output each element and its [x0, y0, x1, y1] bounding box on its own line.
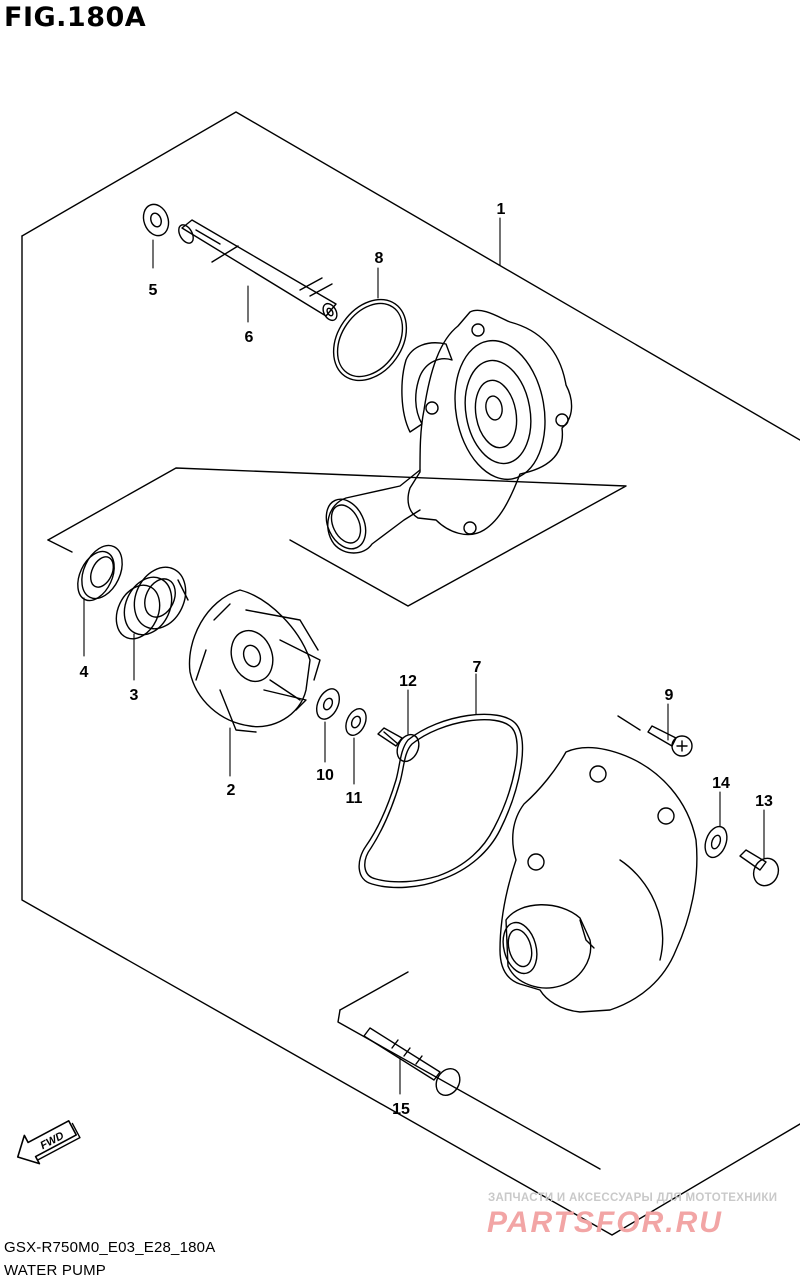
callout-6: 6 — [245, 329, 254, 346]
callout-8: 8 — [375, 250, 384, 267]
model-code: GSX-R750M0_E03_E28_180A — [4, 1239, 216, 1256]
pump-cover — [499, 746, 698, 1013]
callout-9: 9 — [665, 687, 674, 704]
callout-3: 3 — [130, 687, 139, 704]
screw-part-9 — [647, 725, 693, 757]
figure-title: FIG.180A — [4, 2, 147, 33]
shaft-part-6 — [178, 219, 338, 322]
oil-seal-part-4 — [77, 544, 123, 602]
callout-12: 12 — [399, 673, 417, 690]
assembly-frame — [21, 111, 800, 1236]
callout-10: 10 — [316, 767, 334, 784]
pump-body-part-1 — [325, 309, 573, 554]
callout-5: 5 — [149, 282, 158, 299]
leader-lines — [83, 217, 765, 1095]
fwd-arrow-icon: FWD — [16, 1120, 81, 1165]
washer-part-5 — [142, 203, 170, 237]
cover-subframe — [337, 715, 641, 1170]
nut-part-11 — [345, 708, 367, 736]
washer-part-10 — [315, 688, 341, 720]
callout-1: 1 — [497, 201, 506, 218]
callout-labels: 1 8 5 6 4 3 12 7 9 10 2 14 11 13 15 — [80, 201, 773, 1118]
watermark-brand: PARTSFOR.RU — [487, 1206, 723, 1239]
o-ring-part-8 — [332, 298, 408, 382]
body-subframe — [47, 467, 627, 607]
figure-name: WATER PUMP — [4, 1262, 106, 1279]
callout-15: 15 — [392, 1101, 410, 1118]
bolt-part-15 — [363, 1027, 461, 1097]
bolt-part-13 — [739, 849, 780, 887]
washer-part-14 — [704, 825, 728, 859]
callout-7: 7 — [473, 659, 482, 676]
fwd-label: FWD — [38, 1130, 66, 1152]
callout-2: 2 — [227, 782, 236, 799]
callout-11: 11 — [346, 790, 363, 807]
callout-4: 4 — [80, 664, 89, 681]
impeller-part-2 — [188, 589, 321, 733]
gasket-part-7 — [358, 713, 524, 889]
callout-13: 13 — [755, 793, 773, 810]
callout-14: 14 — [712, 775, 730, 792]
mechanical-seal-part-3 — [115, 566, 189, 640]
watermark-tagline: ЗАПЧАСТИ И АКСЕССУАРЫ ДЛЯ МОТОТЕХНИКИ — [488, 1192, 778, 1204]
